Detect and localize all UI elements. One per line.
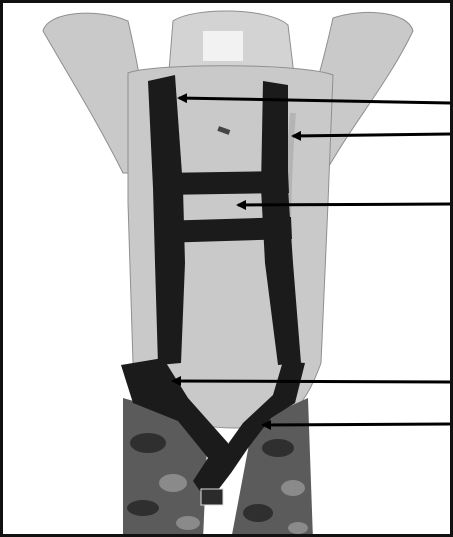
harness-illustration — [3, 3, 453, 537]
chest-strap — [158, 171, 289, 195]
callout-arrow-leg-strap — [263, 424, 451, 425]
chest-strap-lower — [158, 217, 292, 243]
callout-arrow-jacket — [293, 134, 451, 136]
callout-arrow-chest-strap — [238, 204, 451, 205]
callout-arrow-leg-strap-buckle — [173, 381, 451, 382]
leg-strap-buckle — [201, 489, 223, 505]
hood-opening — [203, 31, 243, 61]
